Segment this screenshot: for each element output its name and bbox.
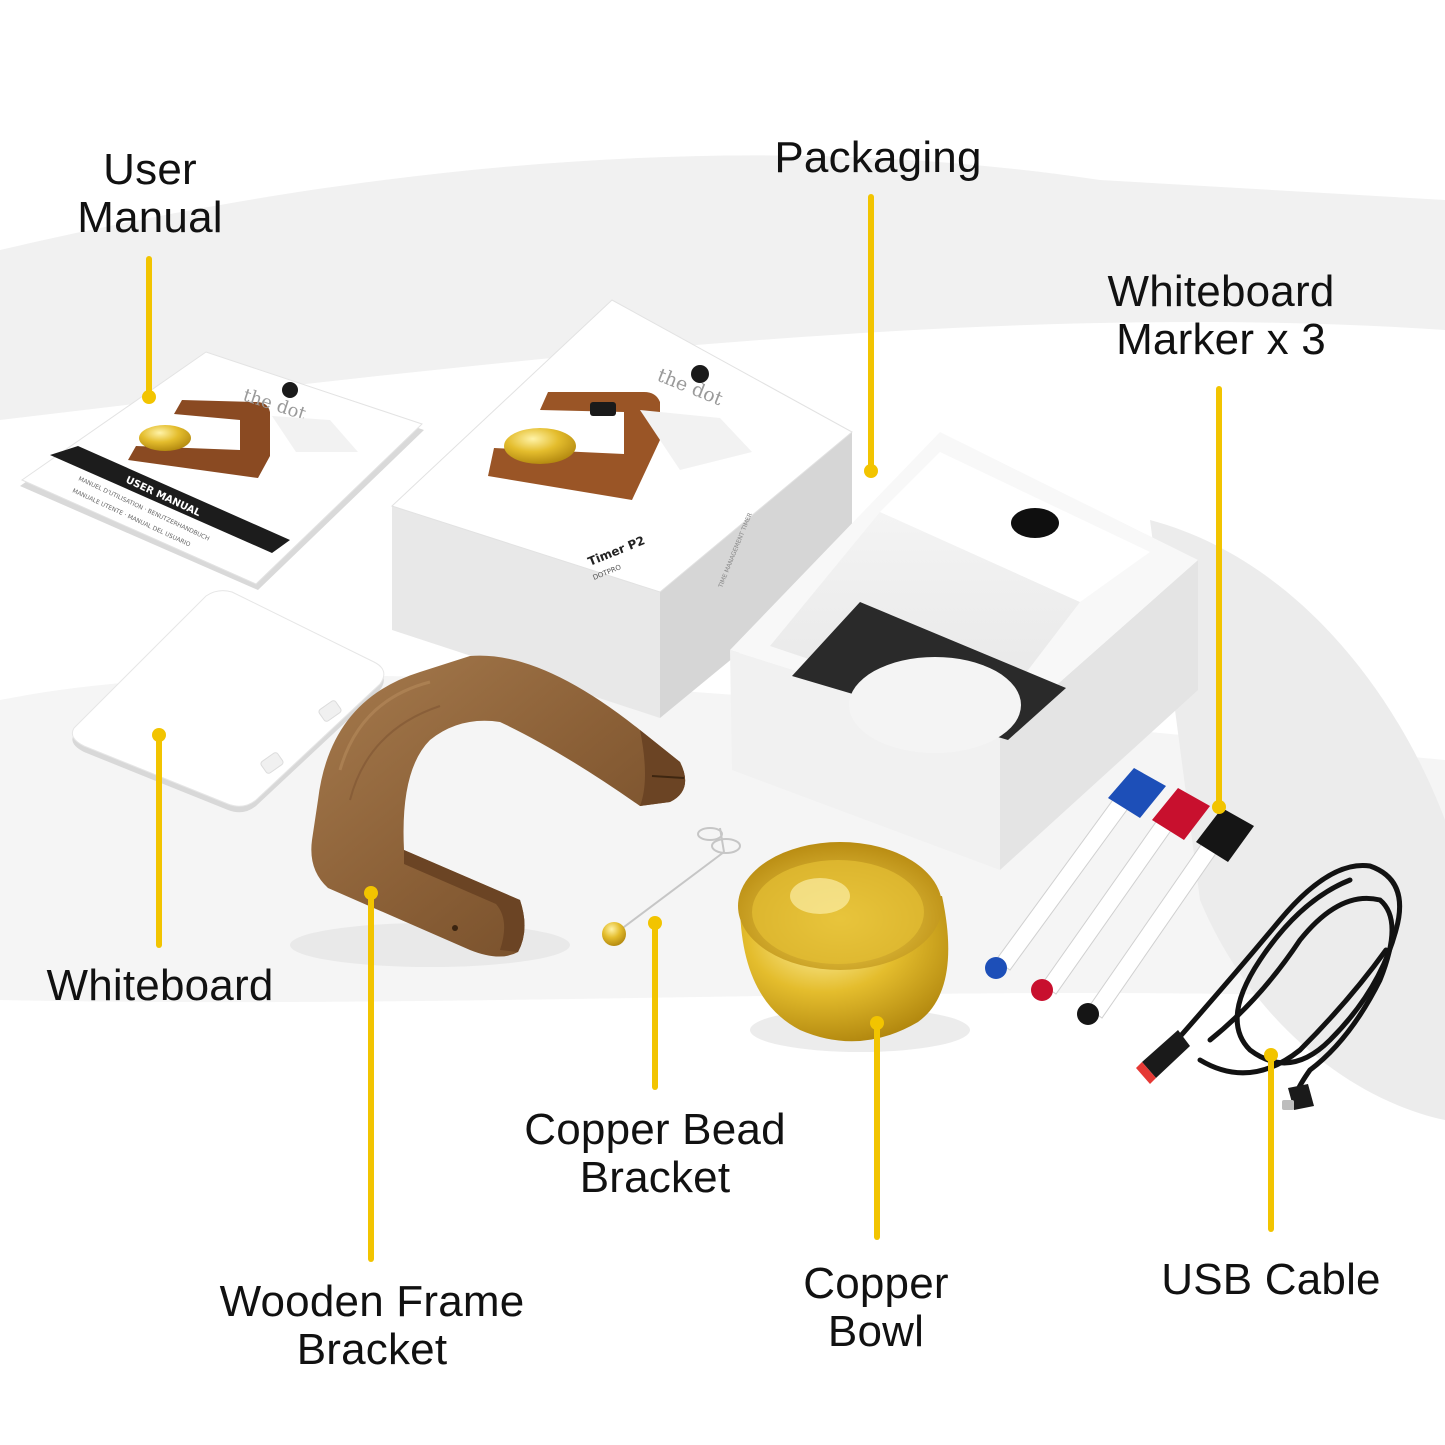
label-line: Bracket bbox=[579, 1153, 731, 1202]
open-product-box bbox=[730, 432, 1198, 870]
label-line: USB Cable bbox=[1161, 1255, 1381, 1304]
leader-dot-packaging bbox=[864, 464, 878, 478]
label-wooden-frame-bracket: Wooden Frame Bracket bbox=[200, 1278, 544, 1374]
leader-dot-whiteboard bbox=[152, 728, 166, 742]
label-copper-bead-bracket: Copper Bead Bracket bbox=[505, 1106, 805, 1202]
marker-blue bbox=[985, 768, 1166, 979]
copper-bead-bracket bbox=[602, 827, 741, 946]
marker-red bbox=[1031, 788, 1210, 1001]
leader-line-whiteboard bbox=[156, 734, 162, 948]
usb-a-plug bbox=[1136, 1030, 1190, 1084]
leader-dot-wooden-frame-bracket bbox=[364, 886, 378, 900]
leader-dot-copper-bowl bbox=[870, 1016, 884, 1030]
label-line: Whiteboard bbox=[46, 961, 274, 1010]
label-packaging: Packaging bbox=[760, 134, 996, 182]
leader-dot-copper-bead-bracket bbox=[648, 916, 662, 930]
label-line: Packaging bbox=[774, 133, 982, 182]
leader-line-copper-bead-bracket bbox=[652, 922, 658, 1090]
leader-dot-user-manual bbox=[142, 390, 156, 404]
label-line: Copper Bead bbox=[524, 1105, 786, 1154]
leader-line-wooden-frame-bracket bbox=[368, 892, 374, 1262]
background-shadow bbox=[0, 155, 1445, 420]
label-whiteboard: Whiteboard bbox=[30, 962, 290, 1010]
leader-line-usb-cable bbox=[1268, 1054, 1274, 1232]
leader-line-copper-bowl bbox=[874, 1022, 880, 1240]
label-line: Wooden Frame bbox=[219, 1277, 525, 1326]
copper-bowl bbox=[738, 842, 970, 1052]
usb-cable bbox=[1167, 862, 1403, 1097]
label-line: Bracket bbox=[296, 1325, 448, 1374]
closed-product-box: the dot Timer P2 DOTPRO TIME MANAGEMENT … bbox=[391, 299, 853, 718]
usb-c-plug bbox=[1282, 1084, 1314, 1110]
label-line: User bbox=[103, 145, 197, 194]
leader-dot-usb-cable bbox=[1264, 1048, 1278, 1062]
wooden-frame-bracket bbox=[290, 655, 686, 967]
label-copper-bowl: Copper Bowl bbox=[790, 1260, 962, 1356]
whiteboard-panel bbox=[71, 590, 385, 813]
label-line: Bowl bbox=[827, 1307, 925, 1356]
whiteboard-markers bbox=[985, 768, 1254, 1025]
label-line: Manual bbox=[77, 193, 223, 242]
label-user-manual: User Manual bbox=[72, 146, 228, 242]
label-usb-cable: USB Cable bbox=[1146, 1256, 1396, 1304]
leader-line-user-manual bbox=[146, 256, 152, 396]
label-line: Marker x 3 bbox=[1116, 315, 1326, 364]
marker-black bbox=[1077, 808, 1254, 1025]
leader-dot-whiteboard-marker bbox=[1212, 800, 1226, 814]
leader-line-whiteboard-marker bbox=[1216, 386, 1222, 810]
leader-line-packaging bbox=[868, 194, 874, 470]
label-line: Whiteboard bbox=[1107, 267, 1335, 316]
label-whiteboard-marker: Whiteboard Marker x 3 bbox=[1090, 268, 1352, 364]
label-line: Copper bbox=[803, 1259, 949, 1308]
